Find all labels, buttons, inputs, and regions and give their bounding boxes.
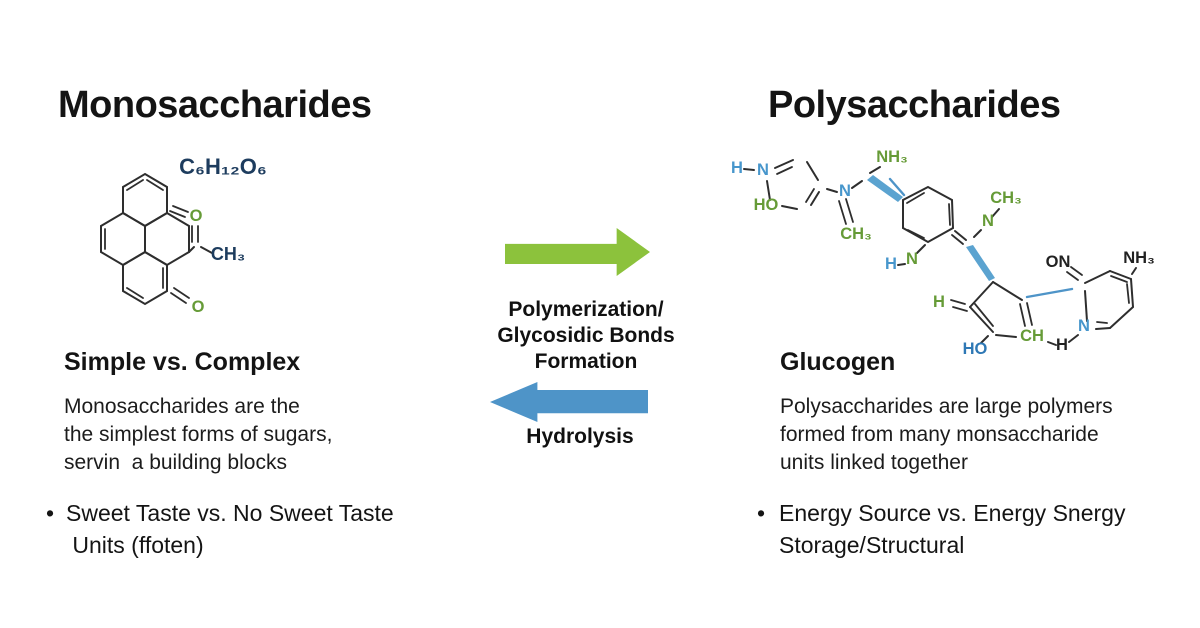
- atom-label-o1: O: [190, 207, 203, 225]
- atom-label-formula: C₆H₁₂O₆: [179, 154, 267, 179]
- atom-label-h4: H: [1056, 336, 1068, 354]
- right-bullet-dot: •: [757, 500, 766, 526]
- atom-label-o2: O: [192, 298, 205, 316]
- atom-label-ch: CH: [1020, 327, 1044, 345]
- blue-wedge-bond-1: [867, 175, 903, 202]
- atom-label-ho2: HO: [963, 340, 988, 358]
- polymerization-arrow-icon: [505, 228, 650, 276]
- atom-label-ch3b: CH₃: [990, 189, 1021, 207]
- atom-label-h2: H: [885, 255, 897, 273]
- right-paragraph: Polysaccharides are large polymers forme…: [780, 395, 1113, 474]
- left-subheading: Simple vs. Complex: [64, 348, 301, 376]
- monosaccharide-structure: C₆H₁₂O₆ O O CH₃: [100, 154, 267, 316]
- atom-label-on: ON: [1046, 253, 1071, 271]
- hydrolysis-arrow-icon: [490, 382, 648, 422]
- atom-label-nh3b: NH₃: [1123, 249, 1154, 267]
- blue-wedge-bond-2: [966, 245, 995, 281]
- atom-label-n4: N: [982, 212, 994, 230]
- atom-label-n3: N: [906, 250, 918, 268]
- atom-label-h1: H: [731, 159, 743, 177]
- right-bullet: Energy Source vs. Energy Snergy Storage/…: [779, 500, 1126, 558]
- page-title-right: Polysaccharides: [768, 84, 1061, 126]
- atom-label-ho1: HO: [754, 196, 779, 214]
- atom-label-n1: N: [757, 161, 769, 179]
- atom-label-h3: H: [933, 293, 945, 311]
- page-title-left: Monosaccharides: [58, 84, 372, 126]
- atom-label-n2: N: [839, 182, 851, 200]
- left-bullet: Sweet Taste vs. No Sweet Taste Units (ff…: [66, 500, 394, 558]
- hydrolysis-label: Hydrolysis: [526, 425, 634, 448]
- left-bullet-dot: •: [46, 500, 55, 526]
- left-paragraph: Monosaccharides are the the simplest for…: [64, 395, 333, 474]
- right-subheading: Glucogen: [780, 348, 896, 376]
- atom-label-nh3a: NH₃: [876, 148, 907, 166]
- polymerization-label: Polymerization/ Glycosidic Bonds Formati…: [497, 298, 675, 373]
- atom-label-ch3a: CH₃: [840, 225, 871, 243]
- polysaccharide-structure: H N HO NH₃ N CH₃ H N CH₃ N ON NH₃ H CH H…: [731, 148, 1155, 358]
- atom-label-ch3: CH₃: [211, 244, 245, 264]
- atom-label-n5: N: [1078, 317, 1090, 335]
